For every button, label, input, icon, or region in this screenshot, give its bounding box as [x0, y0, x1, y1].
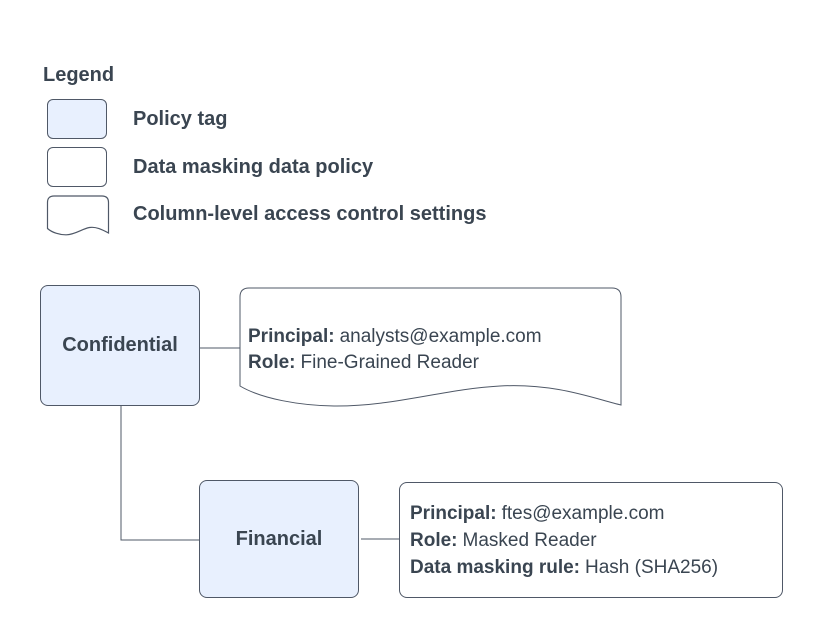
note-line-label: Data masking rule:	[410, 556, 580, 578]
note-line: Principal:analysts@example.com	[248, 324, 618, 350]
note-line: Data masking rule:Hash (SHA256)	[410, 554, 782, 581]
node-financial-label: Financial	[235, 527, 323, 550]
note-confidential-access: Principal:analysts@example.com Role:Fine…	[248, 324, 618, 376]
note-line-value: ftes@example.com	[501, 502, 665, 524]
note-line-value: Masked Reader	[462, 529, 597, 551]
note-line: Role:Fine-Grained Reader	[248, 350, 618, 376]
edge-confidential-to-financial	[120, 406, 199, 541]
note-line-label: Role:	[410, 529, 458, 551]
document-shape-icon	[46, 195, 110, 236]
note-line-value: Fine-Grained Reader	[300, 352, 479, 373]
note-line-label: Principal:	[410, 502, 497, 524]
legend-item-label: Data masking data policy	[133, 156, 374, 178]
node-financial: Financial	[199, 480, 359, 598]
note-line-label: Role:	[248, 352, 296, 373]
note-line-value: analysts@example.com	[339, 326, 542, 347]
note-financial-policy: Principal:ftes@example.com Role:Masked R…	[399, 482, 783, 598]
note-line: Role:Masked Reader	[410, 527, 782, 554]
note-line-value: Hash (SHA256)	[585, 556, 719, 578]
node-confidential-label: Confidential	[62, 334, 178, 356]
policy-tag-swatch	[47, 99, 107, 139]
column-access-settings-swatch	[46, 195, 110, 236]
node-confidential: Confidential	[40, 285, 200, 406]
legend-title: Legend	[43, 64, 115, 86]
data-masking-policy-swatch	[47, 147, 107, 187]
legend-item-label: Column-level access control settings	[133, 203, 487, 225]
note-line: Principal:ftes@example.com	[410, 500, 782, 527]
legend-item-label: Policy tag	[133, 108, 228, 130]
note-line-label: Principal:	[248, 326, 335, 347]
